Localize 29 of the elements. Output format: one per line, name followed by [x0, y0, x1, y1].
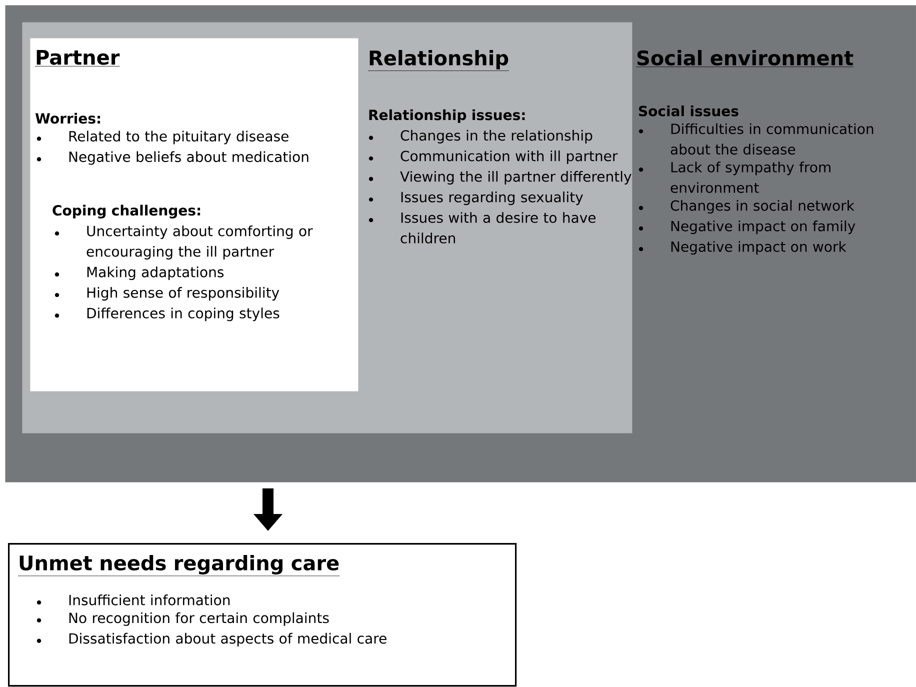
list-item: Issues with a desire to have children	[368, 212, 596, 244]
list-item: Negative impact on work	[638, 241, 846, 255]
list-heading: Social issues	[639, 105, 738, 116]
list-item: Dissatisfaction about aspects of medical care	[36, 632, 386, 646]
list-item: Difficulties in communication about the disease	[638, 123, 874, 155]
list-item: Related to the pituitary disease	[36, 130, 288, 144]
list-item: Uncertainty about comforting or encouraging the ill partner	[54, 225, 313, 260]
list-item: Negative impact on family	[638, 220, 856, 234]
list-item: No recognition for certain complaints	[36, 612, 329, 626]
list-item: Insufficient information	[36, 594, 230, 606]
list-heading: Coping challenges:	[52, 204, 200, 218]
list-item: Differences in coping styles	[54, 308, 280, 322]
list-item: Making adaptations	[54, 266, 224, 280]
list-item: Changes in the relationship	[368, 130, 592, 144]
list-item: Lack of sympathy from environment	[638, 162, 830, 193]
list-item: Changes in social network	[638, 200, 854, 214]
list-heading: Worries:	[35, 112, 100, 124]
text-box	[8, 543, 517, 687]
section-heading: Unmet needs regarding care	[18, 555, 340, 576]
section-heading: Relationship	[368, 50, 510, 71]
list-item: Communication with ill partner	[368, 150, 618, 164]
section-heading: Partner	[34, 50, 120, 66]
list-item: Negative beliefs about medication	[36, 151, 308, 165]
list-item: Issues regarding sexuality	[368, 192, 583, 206]
list-item: Viewing the ill partner differently	[368, 171, 632, 185]
list-item: High sense of responsibility	[54, 287, 280, 301]
list-heading: Relationship issues:	[369, 109, 525, 123]
card	[30, 38, 358, 392]
section-heading: Social environment	[636, 50, 854, 68]
